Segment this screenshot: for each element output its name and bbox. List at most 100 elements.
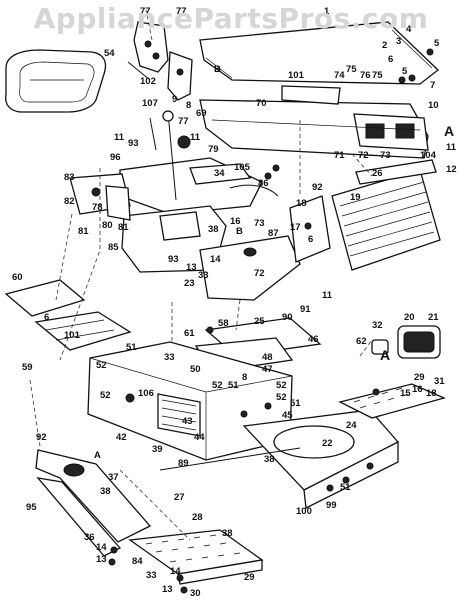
- callout-5b: 5: [402, 66, 408, 77]
- callout-52c: 52: [276, 380, 287, 391]
- callout-23: 23: [184, 278, 195, 289]
- callout-79: 79: [208, 144, 219, 155]
- callout-14b: 14: [96, 542, 107, 553]
- callout-78: 78: [92, 202, 103, 213]
- seat-bracket-part: [127, 21, 193, 101]
- callout-43: 43: [182, 416, 193, 427]
- callout-36: 36: [84, 532, 95, 543]
- callout-38a: 38: [208, 224, 219, 235]
- callout-80: 80: [102, 220, 113, 231]
- callout-81b: 81: [118, 222, 129, 233]
- callout-11c: 11: [446, 142, 457, 153]
- callout-6b: 6: [308, 234, 313, 245]
- callout-102: 102: [140, 76, 156, 87]
- callout-75a: 75: [346, 64, 357, 75]
- callout-15: 15: [400, 388, 411, 399]
- callout-107: 107: [142, 98, 158, 109]
- callout-13b: 13: [96, 554, 107, 565]
- callout-54: 54: [104, 48, 115, 59]
- callout-14c: 14: [170, 566, 181, 577]
- fuel-tank-part: [121, 205, 301, 301]
- callout-72b: 72: [254, 268, 265, 279]
- callout-6c: 6: [44, 312, 49, 323]
- callout-32: 32: [372, 320, 383, 331]
- callout-96: 96: [110, 152, 121, 163]
- assembly-guide-lines: [29, 9, 373, 541]
- callout-16b: 16: [412, 384, 423, 395]
- callout-34: 34: [214, 168, 225, 179]
- callout-38b: 38: [264, 454, 275, 465]
- callout-29a: 29: [414, 372, 425, 383]
- callout-76: 76: [360, 70, 371, 81]
- callout-51c: 51: [290, 398, 301, 409]
- callout-33c: 33: [146, 570, 157, 581]
- callout-51b: 51: [228, 380, 239, 391]
- callout-6: 6: [388, 54, 393, 65]
- callout-73: 73: [380, 150, 391, 161]
- callout-38c: 38: [100, 486, 111, 497]
- side-bracket-part: [69, 173, 131, 221]
- callout-75b: 75: [372, 70, 383, 81]
- callout-83: 83: [64, 172, 75, 183]
- callout-13c: 13: [162, 584, 173, 595]
- grille-part: [331, 159, 441, 271]
- callout-92b: 92: [36, 432, 47, 443]
- callout-A-right: A: [444, 123, 454, 139]
- callout-82: 82: [64, 196, 75, 207]
- callout-61: 61: [184, 328, 195, 339]
- callout-62: 62: [356, 336, 367, 347]
- callout-87: 87: [268, 228, 279, 239]
- callout-85: 85: [108, 242, 119, 253]
- callout-48: 48: [262, 352, 273, 363]
- callout-93b: 93: [168, 254, 179, 265]
- callout-17: 17: [290, 222, 301, 233]
- callout-B-tank: B: [236, 226, 243, 237]
- callout-19: 19: [350, 192, 361, 203]
- headlight-part: [371, 325, 441, 359]
- callout-100: 100: [296, 506, 312, 517]
- callout-10: 10: [428, 100, 439, 111]
- callout-99: 99: [326, 500, 337, 511]
- callout-14a: 14: [210, 254, 221, 265]
- callout-A-left: A: [380, 347, 390, 363]
- callout-92a: 92: [312, 182, 323, 193]
- callout-101a: 101: [288, 70, 305, 81]
- callout-86: 86: [258, 178, 269, 189]
- callout-59: 59: [22, 362, 33, 373]
- callout-7: 7: [430, 80, 435, 91]
- callout-11b: 11: [190, 132, 201, 143]
- callout-51d: 51: [340, 482, 351, 493]
- callout-33a: 33: [198, 270, 209, 281]
- callout-11d: 11: [322, 290, 333, 301]
- callout-90: 90: [282, 312, 293, 323]
- callout-A-bottom: A: [94, 450, 101, 461]
- callout-31: 31: [434, 376, 445, 387]
- rear-panel-part: [4, 279, 132, 351]
- callout-73b: 73: [254, 218, 265, 229]
- callout-69: 69: [196, 108, 207, 119]
- callout-B-hood: B: [214, 64, 221, 75]
- callout-52a: 52: [96, 360, 107, 371]
- callout-18b: 18: [426, 388, 437, 399]
- callout-labels: 77 77 1 54 102 B 2 3 4 5 101 74 75 76 75…: [12, 6, 457, 599]
- callout-20: 20: [404, 312, 415, 323]
- callout-52d: 52: [100, 390, 111, 401]
- deck-frame-part: [242, 409, 400, 509]
- callout-77c: 77: [178, 116, 189, 127]
- callout-25: 25: [254, 316, 265, 327]
- callout-30: 30: [190, 588, 201, 599]
- callout-72a: 72: [358, 150, 369, 161]
- callout-46: 46: [308, 334, 319, 345]
- callout-3: 3: [396, 36, 401, 47]
- callout-22: 22: [322, 438, 333, 449]
- callout-52e: 52: [276, 392, 287, 403]
- callout-84: 84: [132, 556, 143, 567]
- callout-101b: 101: [64, 330, 81, 341]
- callout-77b: 77: [176, 6, 187, 17]
- drag-link-part: [159, 447, 301, 471]
- seat-part: [4, 49, 107, 113]
- callout-93a: 93: [128, 138, 139, 149]
- callout-50: 50: [190, 364, 201, 375]
